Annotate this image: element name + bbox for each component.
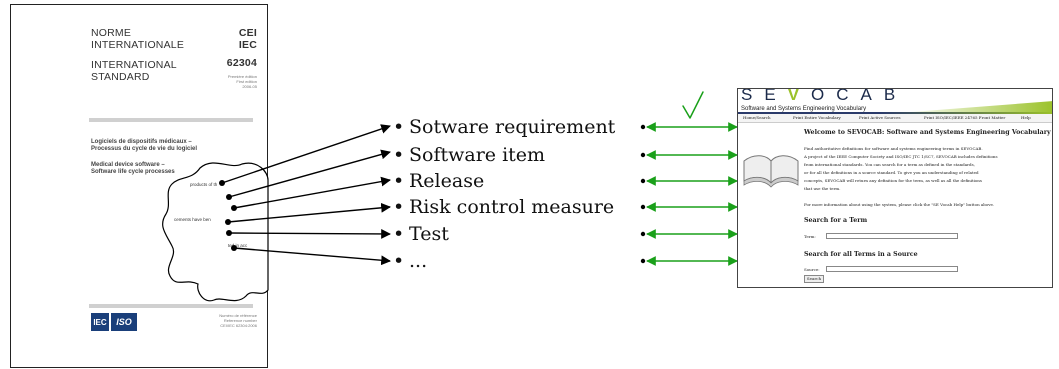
help-line: For more information about using the sys…	[804, 202, 995, 207]
intro-line-5: concepts, SEVOCAB will return any defini…	[804, 178, 982, 183]
source-input[interactable]	[826, 266, 958, 272]
nav-home-search[interactable]: Home/Search	[743, 115, 771, 120]
doc-iec: IEC	[238, 39, 257, 51]
doc-standard: STANDARD	[91, 71, 150, 83]
green-arrow-3	[640, 176, 738, 186]
iec-logo: IEC	[91, 313, 109, 331]
term-input[interactable]	[826, 233, 958, 239]
term-label: Release	[409, 170, 485, 192]
iso-logo: ISO	[111, 313, 137, 331]
header-bar	[738, 112, 1052, 114]
doc-number: 62304	[226, 57, 257, 69]
doc-norme: NORME	[91, 27, 132, 39]
doc-international: INTERNATIONAL	[91, 59, 177, 71]
standard-document: NORME INTERNATIONALE INTERNATIONAL STAND…	[10, 4, 268, 368]
doc-internationale: INTERNATIONALE	[91, 39, 185, 51]
search-term-heading: Search for a Term	[804, 217, 868, 224]
doc-ref-2: Reference number	[223, 318, 257, 323]
term-software-requirement: •Sotware requirement	[393, 116, 616, 138]
search-source-heading: Search for all Terms in a Source	[804, 251, 918, 258]
term-label: Software item	[409, 144, 546, 166]
green-arrows	[640, 122, 738, 266]
intro-line-4: or for all the definitions in a source s…	[804, 170, 979, 175]
intro-line-6: that use the term.	[804, 186, 841, 191]
open-book-icon	[743, 155, 799, 188]
term-label: Risk control measure	[409, 196, 615, 218]
term-label: Test	[409, 223, 449, 245]
green-arrow-2	[640, 150, 738, 160]
doc-edition-2: First edition	[236, 79, 257, 84]
term-risk-control-measure: •Risk control measure	[393, 196, 615, 218]
term-software-item: •Software item	[393, 144, 546, 166]
doc-edition-3: 2006-05	[242, 84, 257, 89]
check-mark	[682, 91, 704, 119]
intro-line-2: A project of the IEEE Computer Society a…	[804, 154, 998, 159]
intro-line-1: Find authoritative definitions for softw…	[804, 146, 983, 151]
green-arrow-6	[640, 256, 738, 266]
doc-rule-top	[89, 118, 253, 122]
sevocab-screenshot: SEVOCAB Software and Systems Engineering…	[737, 88, 1053, 288]
sevocab-logo: SEVOCAB	[741, 88, 908, 104]
search-button[interactable]: Search	[804, 275, 824, 283]
doc-title-en-2: Software life cycle processes	[91, 169, 175, 175]
sevocab-nav: Home/Search Print Entire Vocabulary Prin…	[738, 114, 1052, 123]
doc-ref-3: CEI/IEC 62304:2006	[220, 323, 257, 328]
nav-print-active[interactable]: Print Active Sources	[859, 115, 901, 120]
nav-print-entire[interactable]: Print Entire Vocabulary	[793, 115, 841, 120]
green-arrow-4	[640, 202, 738, 212]
doc-title-fr-1: Logiciels de dispositifs médicaux –	[91, 139, 192, 145]
term-test: •Test	[393, 223, 449, 245]
nav-help[interactable]: Help	[1021, 115, 1031, 120]
green-arrow-1	[640, 122, 738, 132]
doc-cei: CEI	[238, 27, 257, 39]
welcome-heading: Welcome to SEVOCAB: Software and Systems…	[804, 129, 1051, 136]
doc-rule-bottom	[89, 304, 253, 308]
nav-print-front-matter[interactable]: Print ISO/IEC/IEEE 24765 Front Matter	[924, 115, 1006, 120]
sevocab-subtitle: Software and Systems Engineering Vocabul…	[741, 106, 867, 112]
intro-line-3: from international standards. You can se…	[804, 162, 975, 167]
term-label: ...	[409, 250, 428, 272]
doc-title-fr-2: Processus du cycle de vie du logiciel	[91, 146, 198, 152]
term-ellipsis: •...	[393, 250, 428, 272]
term-release: •Release	[393, 170, 485, 192]
source-label: Source:	[804, 267, 820, 272]
term-label: Sotware requirement	[409, 116, 616, 138]
doc-ref-1: Numéro de référence	[219, 313, 257, 318]
doc-title-en-1: Medical device software –	[91, 162, 165, 168]
term-label: Term:	[804, 234, 816, 239]
green-arrow-5	[640, 229, 738, 239]
doc-edition-1: Première édition	[227, 74, 257, 79]
